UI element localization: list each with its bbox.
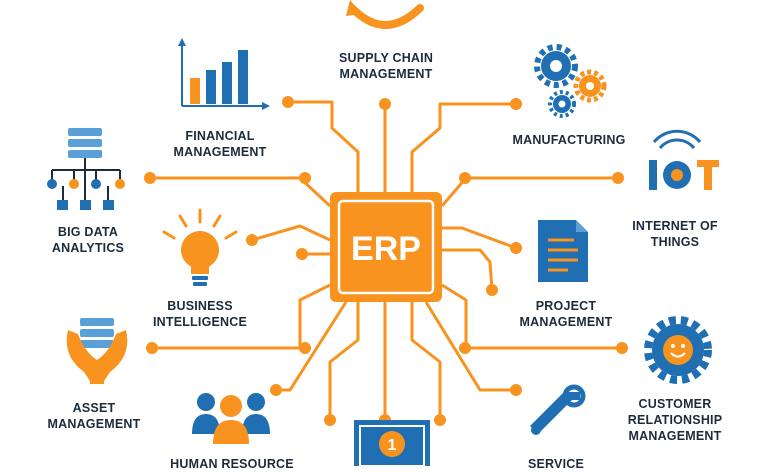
wrench-icon: [530, 384, 586, 435]
erp-label: ERP: [351, 230, 421, 268]
iot-icon: [649, 129, 719, 190]
hands-asset-icon: [66, 318, 128, 384]
document-icon: [538, 220, 588, 282]
erp-chip: ERP: [330, 192, 442, 302]
label-service: SERVICE: [527, 457, 585, 471]
people-icon: [192, 393, 270, 444]
trace-dots: [144, 96, 628, 426]
database-tree-icon: [47, 128, 125, 210]
label-manufacturing: MANUFACTURING: [512, 133, 626, 147]
money-icon: 1: [354, 420, 430, 466]
coin-label: 1: [388, 437, 397, 454]
cycle-arrow-icon: [346, 0, 424, 29]
gears-icon: [534, 44, 607, 118]
circuit-traces: [150, 100, 622, 420]
label-hr: HUMAN RESOURCE: [170, 457, 294, 471]
lightbulb-icon: [162, 208, 238, 286]
customer-gear-icon: [644, 316, 712, 384]
bar-chart-icon: [178, 38, 270, 110]
